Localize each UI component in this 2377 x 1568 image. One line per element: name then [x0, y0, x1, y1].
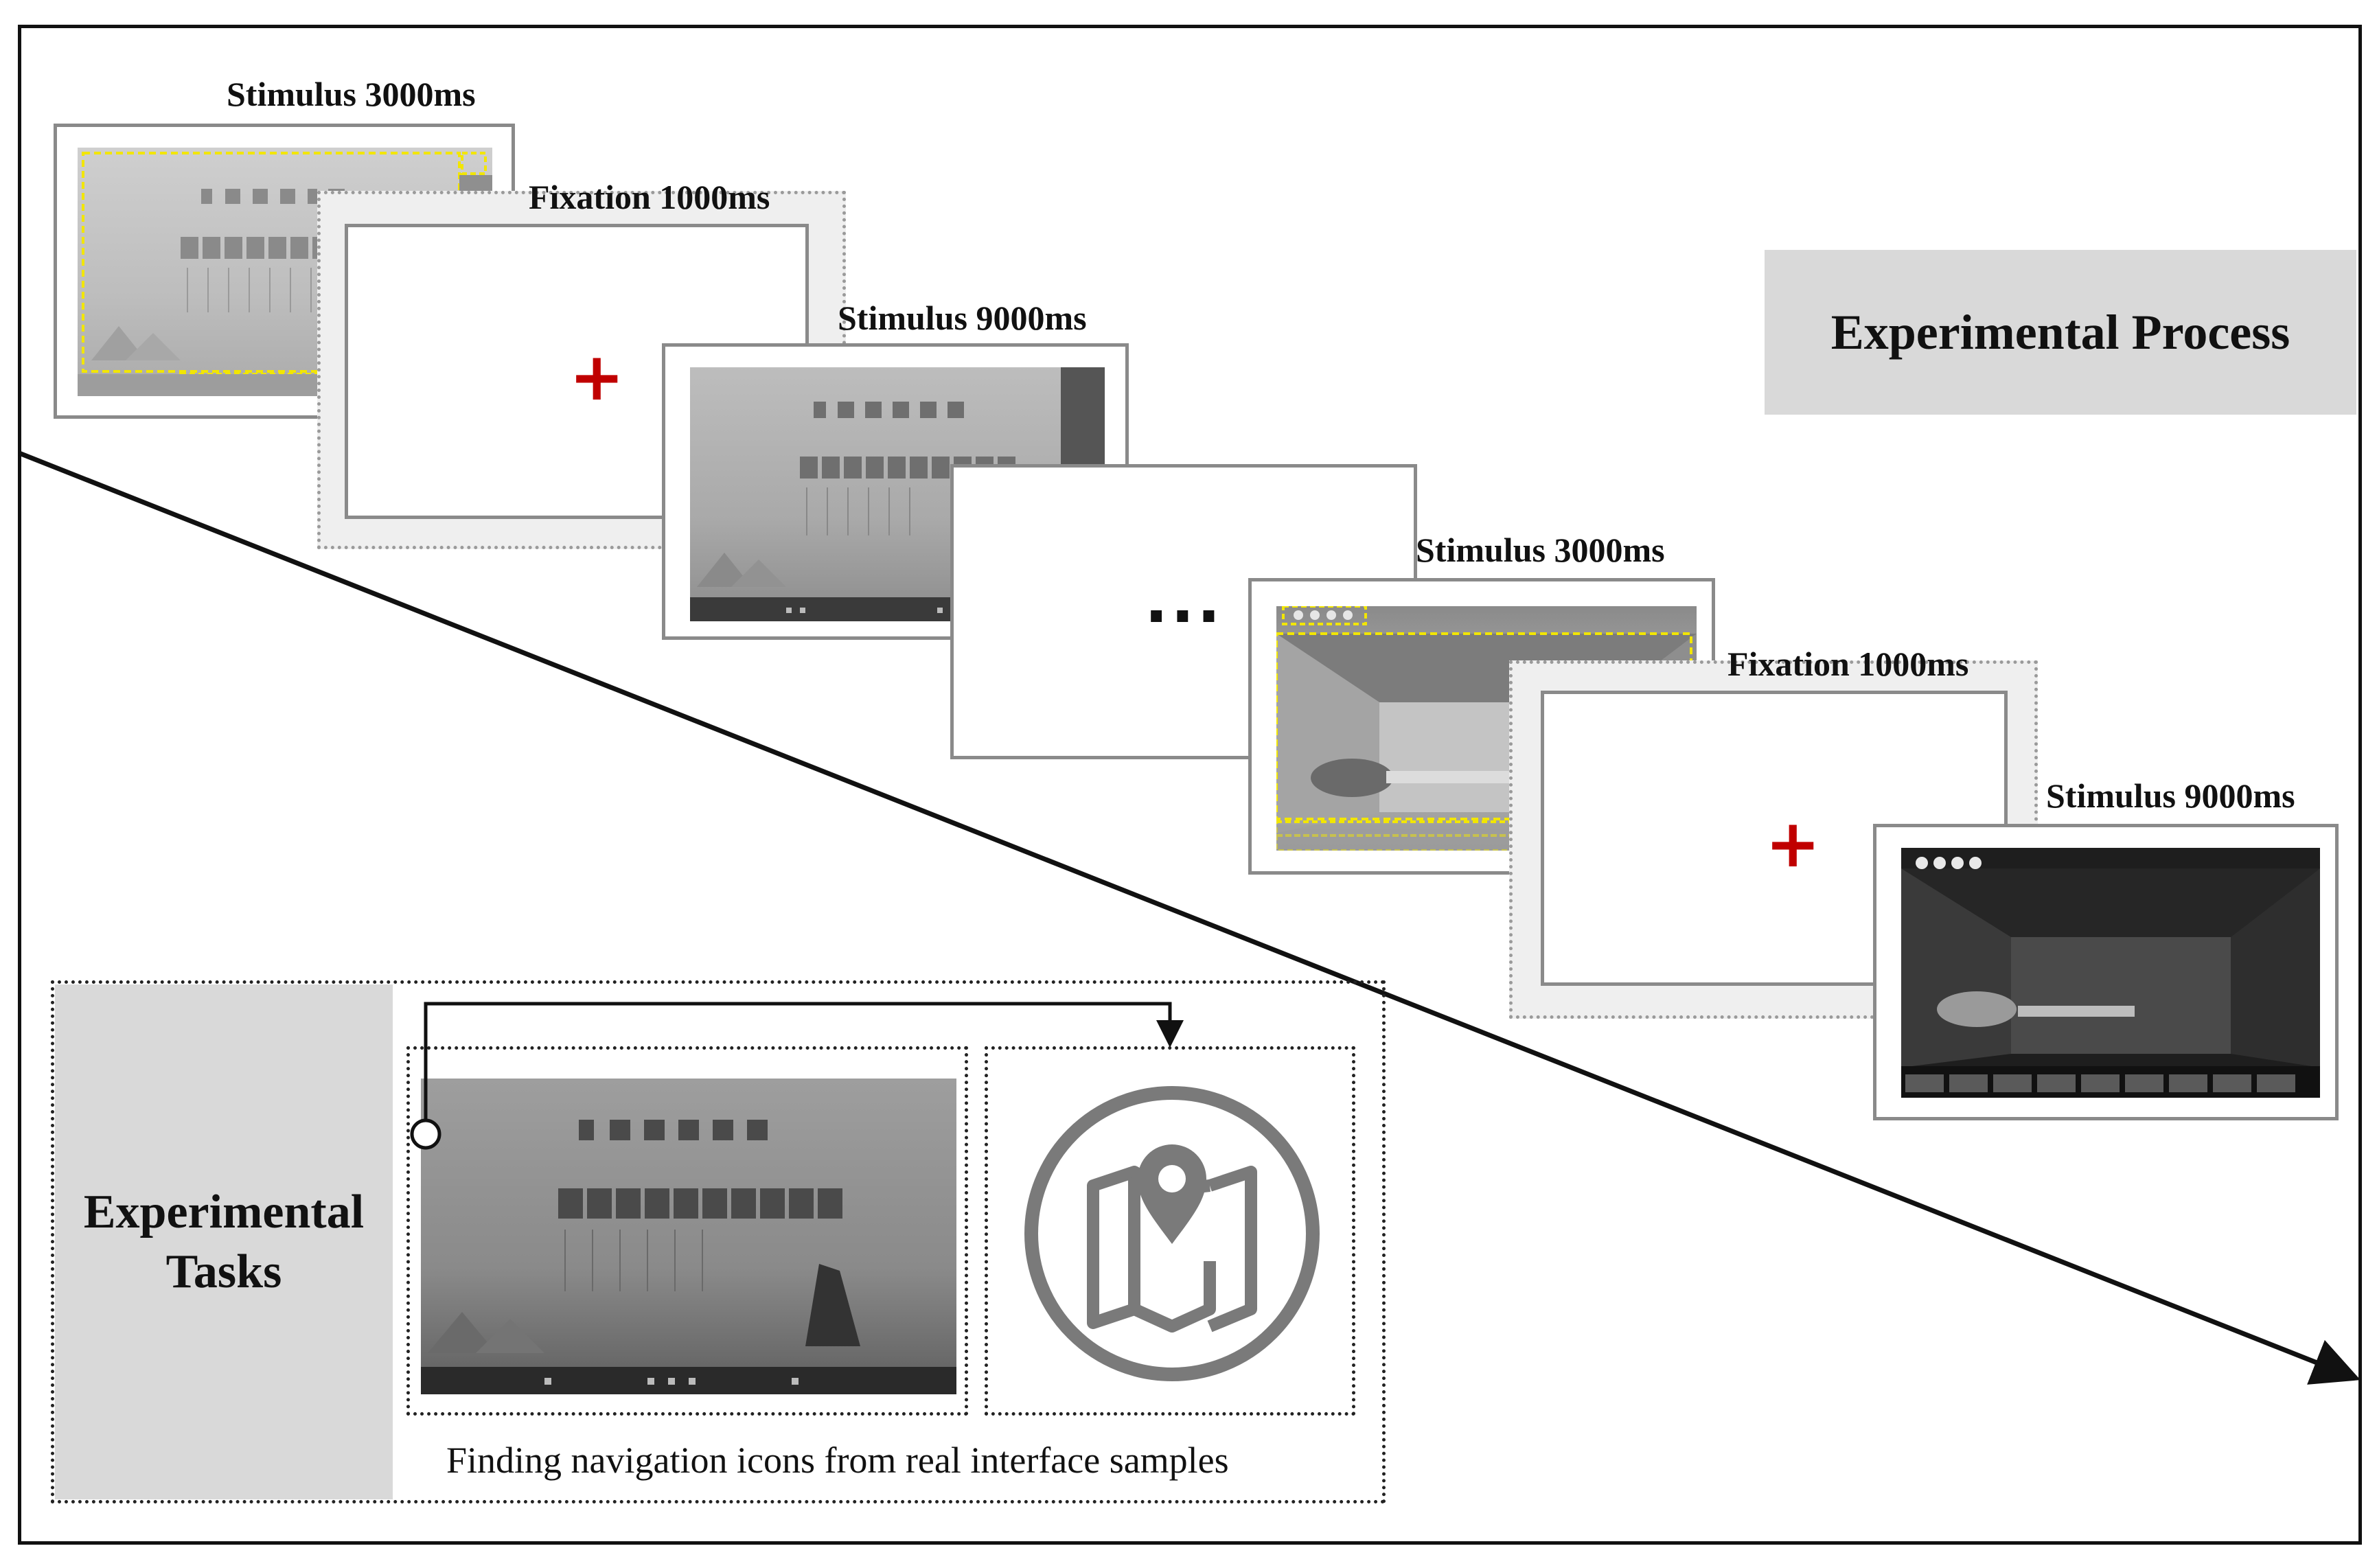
- tasks-panel: [51, 980, 1386, 1503]
- tasks-caption: Finding navigation icons from real inter…: [446, 1440, 1229, 1481]
- sample-interface-frame: [406, 1046, 968, 1416]
- tasks-title: Experimental Tasks: [55, 984, 393, 1499]
- fixation-cross-1: +: [569, 338, 625, 415]
- step-label-stimulus-4: Stimulus 9000ms: [2046, 776, 2295, 815]
- step-label-stimulus-1: Stimulus 3000ms: [227, 75, 476, 113]
- ellipsis-marker: ...: [1145, 565, 1224, 637]
- map-pin-icon: [1024, 1086, 1320, 1381]
- sample-interface-content: [421, 1120, 956, 1394]
- sample-interface-screenshot: [421, 1079, 956, 1394]
- interface-sample-4: [1901, 857, 2320, 1098]
- process-title: Experimental Process: [1765, 250, 2356, 415]
- step-label-stimulus-3: Stimulus 3000ms: [1416, 531, 1665, 569]
- stimulus-card-4: [1873, 824, 2339, 1120]
- step-label-fixation-1: Fixation 1000ms: [529, 178, 770, 216]
- step-label-fixation-2: Fixation 1000ms: [1727, 645, 1969, 683]
- target-icon-frame: [985, 1046, 1355, 1416]
- step-label-stimulus-2: Stimulus 9000ms: [838, 299, 1087, 337]
- fixation-cross-2: +: [1765, 805, 1821, 882]
- stimulus-screenshot-4: [1901, 848, 2320, 1098]
- figure-frame: [18, 25, 2362, 1545]
